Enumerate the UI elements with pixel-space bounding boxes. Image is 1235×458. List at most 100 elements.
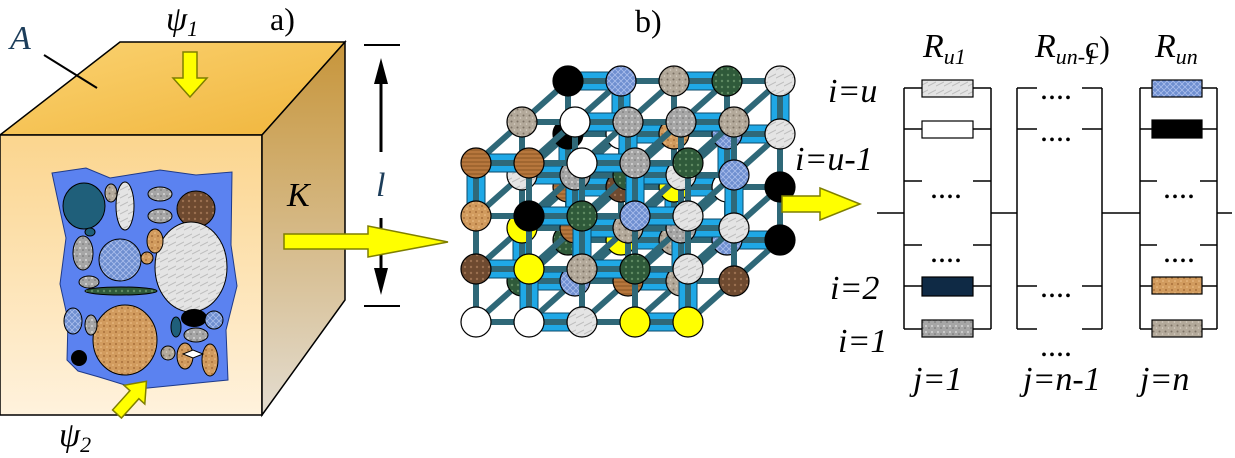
inclusion-gray bbox=[183, 327, 209, 343]
lattice-node bbox=[718, 159, 750, 191]
network-wires bbox=[877, 87, 1232, 330]
lattice-network bbox=[460, 65, 796, 338]
lattice-node bbox=[718, 106, 750, 138]
lattice-node bbox=[665, 106, 697, 138]
inclusion-gray bbox=[147, 208, 173, 224]
lattice-node bbox=[605, 65, 637, 97]
dots-cn1-u-1: .... bbox=[1040, 112, 1072, 148]
lattice-node bbox=[513, 253, 545, 285]
dots-cn-low: .... bbox=[1163, 233, 1195, 269]
panel-a-label: a) bbox=[270, 1, 295, 37]
inclusion-blue-texture bbox=[204, 310, 224, 330]
panel-a: A K l ψ1 ψ2 a) bbox=[0, 1, 449, 457]
dots-c1-mid: .... bbox=[930, 169, 962, 205]
panel-b-label: b) bbox=[635, 3, 662, 39]
inclusion-blue-texture bbox=[63, 307, 83, 335]
psi2-arrow bbox=[111, 380, 148, 420]
inclusion-granite bbox=[160, 345, 176, 361]
lattice-node bbox=[619, 253, 651, 285]
lattice-node bbox=[460, 147, 492, 179]
inclusion-black bbox=[181, 309, 207, 327]
lattice-node bbox=[460, 200, 492, 232]
col-label-j-n-1: j=n-1 bbox=[1019, 361, 1101, 398]
panel-c: c) bbox=[795, 28, 1232, 398]
lattice-node bbox=[460, 253, 492, 285]
inclusion-sand bbox=[146, 228, 164, 254]
col-label-j-n: j=n bbox=[1136, 361, 1189, 398]
col-label-j-1: j=1 bbox=[909, 361, 962, 398]
dots-cn1-2: .... bbox=[1040, 268, 1072, 304]
lattice-node bbox=[619, 200, 651, 232]
lattice-node bbox=[460, 306, 492, 338]
inclusion-teal bbox=[170, 316, 182, 338]
lattice-node bbox=[764, 171, 796, 203]
lattice-node bbox=[612, 106, 644, 138]
flow-arrow-a-to-b bbox=[283, 225, 449, 258]
resistor-u1-2 bbox=[921, 276, 974, 297]
row-label-i-1: i=1 bbox=[838, 323, 887, 360]
lattice-node bbox=[672, 200, 704, 232]
lattice-node bbox=[566, 253, 598, 285]
resistor-u1-u bbox=[921, 79, 974, 98]
dots-cn1-bottom: .... bbox=[1040, 327, 1072, 363]
inclusion-gray bbox=[72, 235, 94, 271]
length-label: l bbox=[376, 167, 385, 204]
lattice-node bbox=[619, 306, 651, 338]
area-label: A bbox=[8, 20, 31, 57]
dots-c1-low: .... bbox=[930, 233, 962, 269]
lattice-node bbox=[764, 224, 796, 256]
lattice-node bbox=[711, 65, 743, 97]
lattice-node bbox=[672, 147, 704, 179]
lattice-node bbox=[718, 212, 750, 244]
lattice-node bbox=[506, 106, 538, 138]
lattice-node bbox=[672, 306, 704, 338]
inclusion-gray bbox=[78, 275, 100, 289]
resistor-un-u bbox=[1151, 79, 1203, 98]
inclusion-gray bbox=[84, 314, 98, 336]
inclusion-granite bbox=[104, 183, 118, 203]
col-header-r-u1: Ru1 bbox=[922, 28, 966, 69]
lattice-node bbox=[552, 65, 584, 97]
conductivity-label: K bbox=[286, 177, 312, 214]
lattice-node bbox=[764, 118, 796, 150]
lattice-node bbox=[513, 200, 545, 232]
resistor-u1-u-1 bbox=[921, 120, 974, 139]
inclusion-marble bbox=[115, 181, 135, 231]
lattice-node bbox=[718, 265, 750, 297]
inclusion-blue-texture bbox=[98, 238, 142, 282]
dots-cn-mid: .... bbox=[1163, 169, 1195, 205]
panel-c-label: c) bbox=[1085, 29, 1110, 65]
inclusion-marble-large bbox=[154, 221, 228, 313]
row-label-i-u: i=u bbox=[828, 73, 877, 110]
lattice-node bbox=[559, 106, 591, 138]
inclusion-teal bbox=[62, 182, 106, 230]
inclusion-sand bbox=[201, 343, 219, 377]
inclusion-green-streak bbox=[84, 286, 158, 296]
flow-arrow-b-to-c bbox=[781, 186, 863, 222]
inclusion-sand bbox=[140, 251, 154, 265]
panel-b: b) bbox=[460, 3, 863, 338]
lattice-node bbox=[619, 147, 651, 179]
inclusion-teal bbox=[84, 227, 96, 237]
lattice-node bbox=[513, 306, 545, 338]
inclusion-region bbox=[51, 167, 238, 390]
col-header-r-un-1: Run-1 bbox=[1034, 28, 1096, 69]
block-side-face bbox=[261, 40, 346, 418]
area-leader-line bbox=[43, 54, 98, 89]
lattice-node bbox=[566, 200, 598, 232]
psi1-arrow bbox=[171, 51, 209, 99]
row-label-i-u-1: i=u-1 bbox=[795, 141, 873, 178]
inclusion-gray bbox=[147, 186, 173, 202]
inclusion-white-flake bbox=[181, 349, 205, 359]
col-header-r-un: Run bbox=[1154, 28, 1198, 69]
psi2-label: ψ2 bbox=[59, 417, 91, 457]
inclusion-black bbox=[71, 350, 87, 366]
resistor-un-2 bbox=[1151, 276, 1203, 295]
lattice-node bbox=[764, 65, 796, 97]
lattice-node bbox=[672, 253, 704, 285]
lattice-node bbox=[566, 306, 598, 338]
inclusion-sand-large bbox=[92, 304, 158, 376]
row-label-i-2: i=2 bbox=[830, 270, 879, 307]
